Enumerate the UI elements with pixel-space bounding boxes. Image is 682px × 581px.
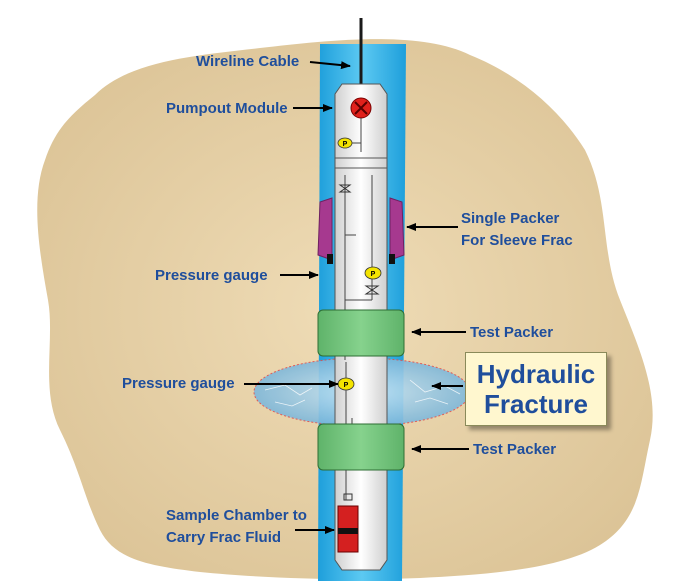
- test-packer-upper: [317, 309, 405, 357]
- gauge-symbol: P: [343, 141, 348, 148]
- label-pumpout-module: Pumpout Module: [166, 100, 288, 117]
- gauge-symbol: P: [371, 271, 376, 278]
- single-packer-right: [389, 197, 405, 261]
- packer-end-cap: [389, 254, 395, 264]
- arrow-wireline-cable: [309, 61, 351, 70]
- valve-icon: [364, 285, 380, 295]
- fracture-crack-lines: [264, 379, 461, 407]
- label-sample-chamber-line2: Carry Frac Fluid: [166, 529, 281, 546]
- label-pressure-gauge-lower: Pressure gauge: [122, 375, 235, 392]
- flowline-main: [344, 175, 373, 360]
- single-packer-left: [317, 197, 333, 261]
- label-single-packer-line1: Single Packer: [461, 210, 560, 227]
- sample-chamber-piston: [338, 528, 358, 534]
- label-test-packer-upper: Test Packer: [470, 324, 553, 341]
- test-packer-lower: [317, 423, 405, 471]
- valve-icon: [343, 493, 353, 501]
- valve-icon: [338, 184, 352, 193]
- label-test-packer-lower: Test Packer: [473, 441, 556, 458]
- label-sample-chamber-line1: Sample Chamber to: [166, 507, 307, 524]
- gauge-symbol: P: [344, 382, 349, 389]
- label-wireline-cable: Wireline Cable: [196, 53, 299, 70]
- hydraulic-fracture-line1: Hydraulic: [476, 359, 596, 389]
- pressure-gauge-icon: [364, 266, 382, 280]
- packer-end-cap: [327, 254, 333, 264]
- label-single-packer-line2: For Sleeve Frac: [461, 232, 573, 249]
- hydraulic-fracture-line2: Fracture: [483, 389, 589, 419]
- pump-cross-icon: [354, 101, 368, 115]
- label-pressure-gauge-upper: Pressure gauge: [155, 267, 268, 284]
- hydraulic-fracture-callout: Hydraulic Fracture: [465, 352, 607, 426]
